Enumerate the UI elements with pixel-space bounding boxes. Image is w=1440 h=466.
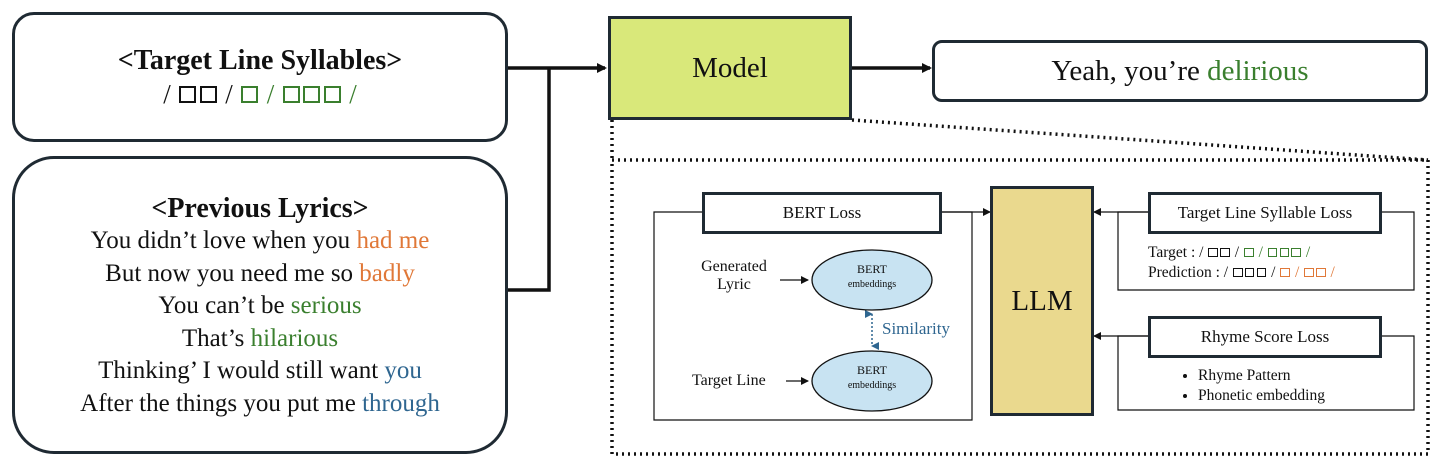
syllable-target-row: Target : / / / /: [1148, 244, 1311, 261]
bert-sublabel: embeddings: [847, 380, 897, 391]
lyric-rhyme-highlight: hilarious: [250, 324, 339, 352]
lyric-plain: You didn’t love when you: [90, 227, 357, 254]
syllable-box-icon: [282, 86, 300, 104]
line-lyrics-to-merge: [508, 68, 551, 292]
bert-loss-label: BERT Loss: [782, 203, 862, 222]
similarity-label: Similarity: [882, 319, 950, 338]
lyric-plain: After the things you put me: [80, 389, 363, 417]
syllable-box-icon: [241, 86, 259, 104]
model-label: Model: [692, 51, 768, 84]
lyric-rhyme-highlight: had me: [356, 227, 430, 254]
lyric-line: But now you need me so badly: [15, 258, 505, 291]
target-syllables-box: <Target Line Syllables> / / / /: [12, 12, 508, 142]
rhyme-bullets: Rhyme Pattern Phonetic embedding: [1176, 366, 1325, 406]
target-row-label: Target : /: [1148, 244, 1204, 261]
syllable-box-icon: [323, 86, 341, 104]
bullet-phonetic-embedding: Phonetic embedding: [1198, 386, 1325, 406]
lyric-rhyme-highlight: you: [384, 357, 422, 384]
syllable-box-icon: [1291, 247, 1301, 258]
lyric-line: You didn’t love when you had me: [15, 225, 505, 258]
generated-lyric-line: Generated: [701, 258, 767, 275]
bert-bottom-label: BERT embeddings: [812, 363, 932, 393]
syllable-separator: /: [349, 78, 357, 109]
syllable-separator: /: [163, 78, 171, 109]
syllable-prediction-row: Prediction : / / / /: [1148, 264, 1335, 281]
output-highlight: delirious: [1207, 54, 1309, 87]
target-line-label: Target Line: [692, 372, 766, 389]
lyric-line: That’s hilarious: [15, 323, 505, 356]
rhyme-loss-label: Rhyme Score Loss: [1200, 327, 1330, 346]
syllable-loss-label: Target Line Syllable Loss: [1177, 203, 1353, 222]
syllable-box-icon: [1304, 267, 1314, 278]
model-box: Model: [608, 16, 852, 120]
lyric-plain: That’s: [181, 324, 251, 352]
lyric-rhyme-highlight: serious: [290, 292, 362, 319]
syllable-box-icon: [1208, 247, 1219, 258]
syllable-box-icon: [179, 86, 197, 104]
syllable-box-icon: [1244, 267, 1255, 278]
syllable-box-icon: [199, 86, 217, 104]
previous-lyrics-box: <Previous Lyrics> You didn’t love when y…: [12, 156, 508, 454]
prediction-row-label: Prediction : /: [1148, 264, 1229, 281]
bert-loss-box: BERT Loss: [702, 192, 942, 234]
bert-top-label: BERT embeddings: [812, 262, 932, 292]
generated-lyric-label: Generated Lyric: [690, 258, 778, 294]
lyric-line: You can’t be serious: [15, 290, 505, 323]
syllable-separator: /: [225, 78, 233, 109]
zoom-line-diagonal: [851, 118, 1429, 162]
output-line: Yeah, you’re delirious: [1051, 55, 1308, 88]
syllable-box-icon: [1315, 267, 1326, 278]
syllable-box-icon: [1267, 247, 1278, 258]
syllable-loss-box: Target Line Syllable Loss: [1148, 192, 1382, 234]
syllable-separator: /: [266, 78, 275, 109]
lyric-plain: But now you need me so: [105, 259, 360, 287]
bert-label: BERT: [857, 363, 887, 377]
output-box: Yeah, you’re delirious: [932, 40, 1428, 102]
syllable-box-icon: [1220, 247, 1230, 258]
llm-label: LLM: [1011, 284, 1073, 317]
generated-lyric-line: Lyric: [717, 276, 751, 293]
bert-embedding-bottom: [811, 350, 933, 412]
lyric-line: After the things you put me through: [15, 388, 505, 421]
bert-embedding-top: [811, 249, 933, 311]
lyric-plain: Thinking’ I would still want: [98, 357, 385, 384]
rhyme-loss-box: Rhyme Score Loss: [1148, 316, 1382, 358]
syllable-box-icon: [1280, 267, 1290, 278]
output-plain: Yeah, you’re: [1051, 54, 1208, 87]
target-syllables-title: <Target Line Syllables>: [117, 44, 403, 76]
syllable-box-icon: [1233, 267, 1243, 278]
llm-box: LLM: [990, 186, 1094, 416]
lyric-line: Thinking’ I would still want you: [15, 355, 505, 388]
lyric-rhyme-highlight: badly: [359, 259, 415, 287]
bert-label: BERT: [857, 262, 887, 276]
syllable-box-icon: [1244, 247, 1254, 258]
bullet-rhyme-pattern: Rhyme Pattern: [1198, 366, 1325, 386]
detail-frame: [610, 158, 1430, 456]
syllable-box-icon: [1256, 267, 1267, 278]
lyric-plain: You can’t be: [158, 292, 291, 319]
previous-lyrics-title: <Previous Lyrics>: [151, 193, 369, 224]
syllable-box-icon: [303, 86, 321, 104]
syllable-pattern: / / / /: [163, 79, 356, 110]
syllable-box-icon: [1279, 247, 1290, 258]
lyric-rhyme-highlight: through: [362, 389, 440, 417]
bert-sublabel: embeddings: [847, 279, 897, 290]
